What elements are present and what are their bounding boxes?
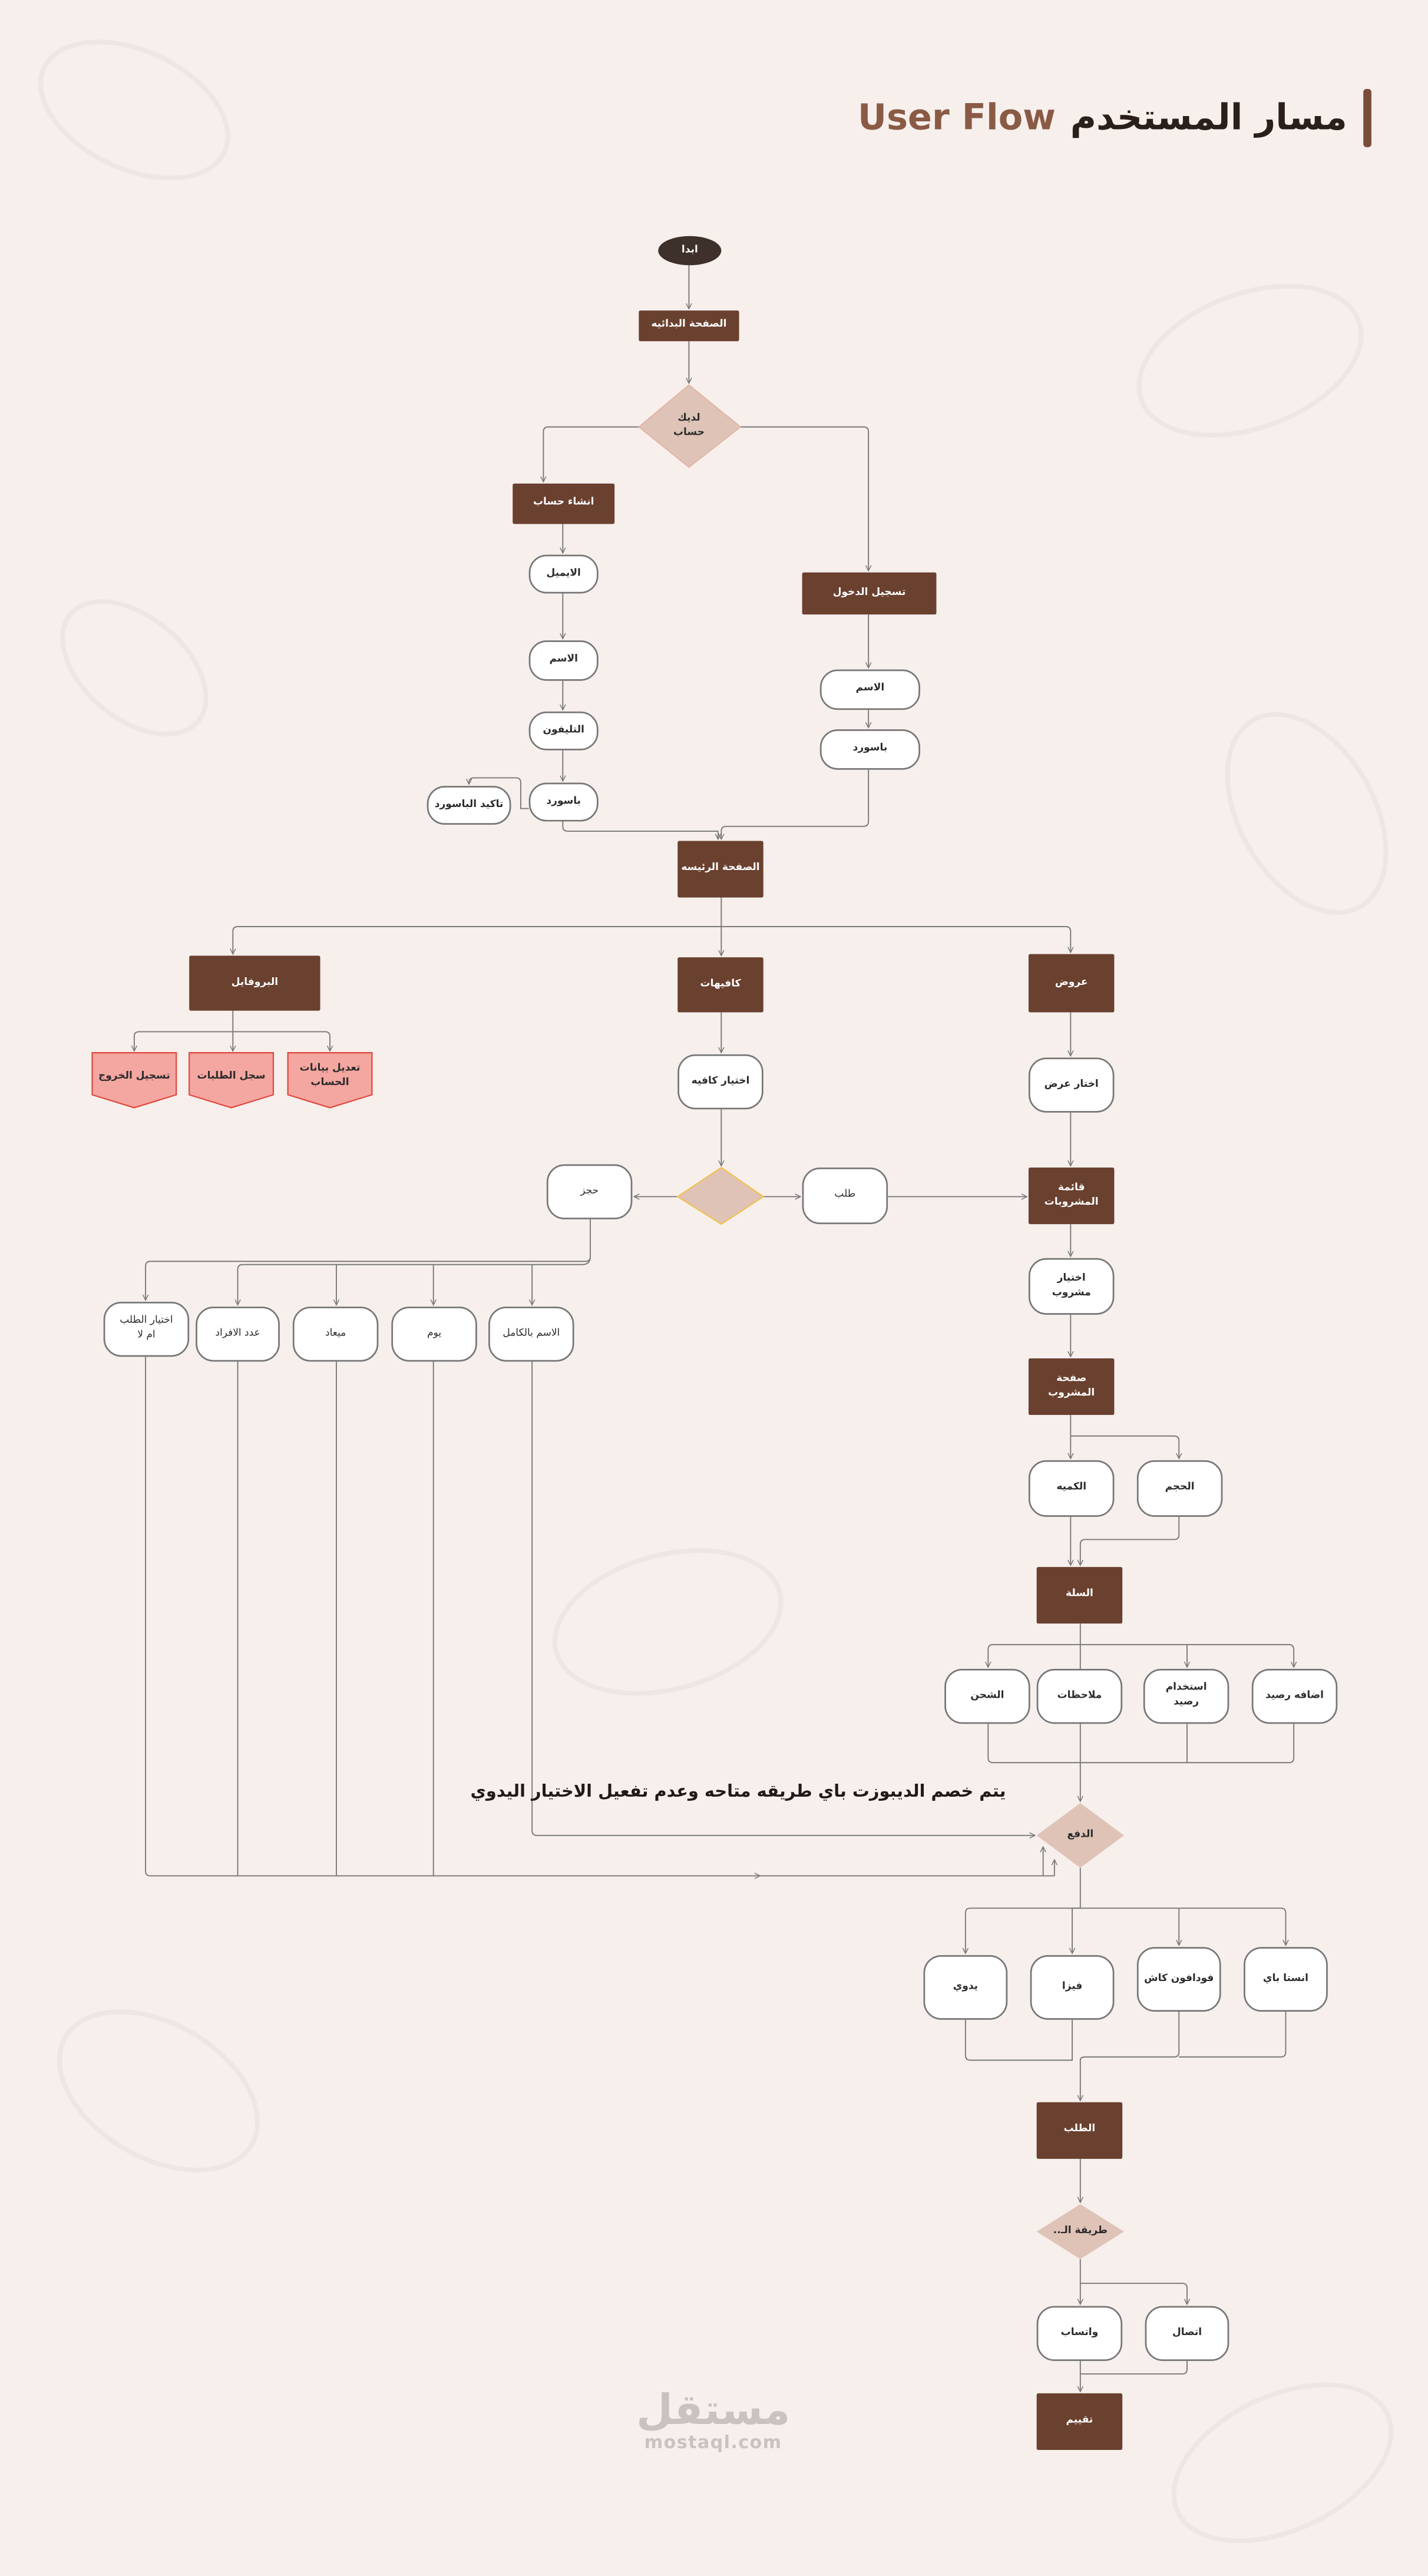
cart-node: السلة xyxy=(1036,1567,1123,1624)
manual-payment-node: يدوي xyxy=(923,1955,1008,2020)
decision-contact-shape xyxy=(1036,2204,1124,2260)
profile-node: البروفايل xyxy=(189,955,320,1011)
rating-node: تقييم xyxy=(1036,2393,1123,2450)
login-name-node: الاسم xyxy=(819,669,921,710)
password-node: باسورد xyxy=(528,782,599,822)
profile-option-shape xyxy=(287,1052,373,1109)
edit-account-node: تعديل بيانات الحساب xyxy=(299,1062,361,1089)
shipping-node: الشحن xyxy=(944,1669,1030,1724)
choose-offer-node: اختار عرض xyxy=(1028,1057,1115,1113)
start-node: ابدا xyxy=(658,236,722,266)
drink-page-node: صفحة المشروب xyxy=(1028,1358,1115,1416)
full-name-node: الاسم بالكامل xyxy=(488,1307,574,1362)
order-node: طلب xyxy=(802,1168,888,1225)
the-order-node: الطلب xyxy=(1036,2102,1123,2159)
email-node: الايميل xyxy=(528,554,599,594)
decision-has-account-shape xyxy=(638,384,742,468)
create-account-node: انشاء حساب xyxy=(513,483,615,524)
quantity-node: الكميه xyxy=(1028,1460,1115,1517)
mostaql-watermark-logo: مستقل mostaql.com xyxy=(614,2390,812,2453)
time-node: ميعاد xyxy=(292,1307,379,1362)
whatsapp-node: واتساب xyxy=(1036,2306,1123,2361)
drinks-menu-node: قائمة المشروبات xyxy=(1028,1168,1115,1225)
phone-node: التليفون xyxy=(528,711,599,750)
decision-payment-shape xyxy=(1036,1803,1124,1868)
notes-node: ملاحظات xyxy=(1036,1669,1123,1724)
size-node: الحجم xyxy=(1136,1460,1223,1517)
call-node: اتصال xyxy=(1145,2306,1229,2361)
watermark-en: mostaql.com xyxy=(644,2432,782,2453)
title-en: User Flow xyxy=(858,98,1056,138)
visa-payment-node: فيزا xyxy=(1030,1955,1115,2020)
payment-decision: الدفع xyxy=(1067,1828,1094,1840)
use-balance-node: استخدام رصيد xyxy=(1143,1669,1229,1724)
splash-screen-node: الصفحة البدائيه xyxy=(639,310,739,342)
name-node: الاسم xyxy=(528,640,599,681)
preorder-choice-node: اختيار الطلب ام لا xyxy=(103,1301,190,1357)
title-accent-bar xyxy=(1363,88,1371,147)
profile-option-shape xyxy=(189,1052,275,1109)
has-account-decision: لديك حساب xyxy=(673,412,705,438)
choose-drink-node: اختيار مشروب xyxy=(1028,1258,1115,1315)
reserve-node: حجز xyxy=(546,1164,633,1219)
contact-method-decision: طريقة الـ.. xyxy=(1053,2224,1108,2236)
order-history-node: سجل الطلبات xyxy=(197,1069,266,1082)
profile-option-shape xyxy=(91,1052,177,1109)
day-node: يوم xyxy=(391,1307,477,1362)
deposit-note: يتم خصم الديبوزت باي طريقه متاحه وعدم تف… xyxy=(470,1782,1006,1802)
confirm-password-node: تاكيد الباسورد xyxy=(427,786,511,825)
add-balance-node: اضافه رصيد xyxy=(1251,1669,1338,1724)
instapay-node: انستا باي xyxy=(1244,1947,1328,2012)
cafes-node: كافيهات xyxy=(677,957,763,1013)
login-password-node: باسورد xyxy=(819,729,921,770)
vodafone-cash-node: فودافون كاش xyxy=(1136,1947,1221,2012)
page-title: User Flow مسار المستخدم xyxy=(858,89,1347,147)
decision-cafe-action-shape xyxy=(676,1166,765,1225)
offers-node: عروض xyxy=(1028,954,1115,1013)
login-node: تسجيل الدخول xyxy=(802,572,937,615)
choose-cafe-node: اختيار كافيه xyxy=(677,1054,763,1110)
watermark-ar: مستقل xyxy=(636,2386,791,2436)
logout-node: تسجيل الخروج xyxy=(98,1069,170,1082)
home-node: الصفحة الرئيسه xyxy=(677,841,763,898)
title-ar: مسار المستخدم xyxy=(1070,98,1347,138)
party-size-node: عدد الافراد xyxy=(196,1307,280,1362)
